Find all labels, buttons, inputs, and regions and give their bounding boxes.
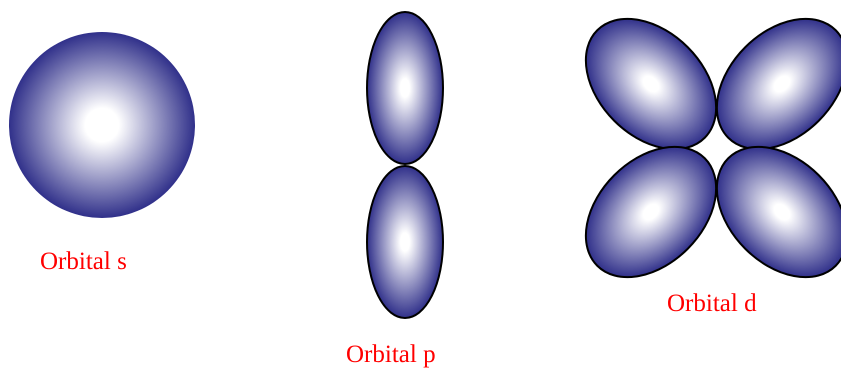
orbital-d-label: Orbital d <box>667 290 757 317</box>
orbital-s-sphere <box>9 32 195 218</box>
orbital-d-lobe-lower-left <box>584 145 718 279</box>
orbital-p-lobe-top <box>366 11 444 165</box>
orbital-s-label: Orbital s <box>40 248 127 275</box>
orbital-d <box>584 17 841 279</box>
orbital-p-label: Orbital p <box>346 341 436 368</box>
orbital-s <box>9 32 195 218</box>
orbital-d-lobe-upper-right <box>715 17 841 151</box>
orbital-p-lobe-bottom <box>366 165 444 319</box>
orbital-d-lobe-upper-left <box>584 17 718 151</box>
orbital-d-lobe-lower-right <box>715 145 841 279</box>
orbital-p <box>366 11 444 319</box>
